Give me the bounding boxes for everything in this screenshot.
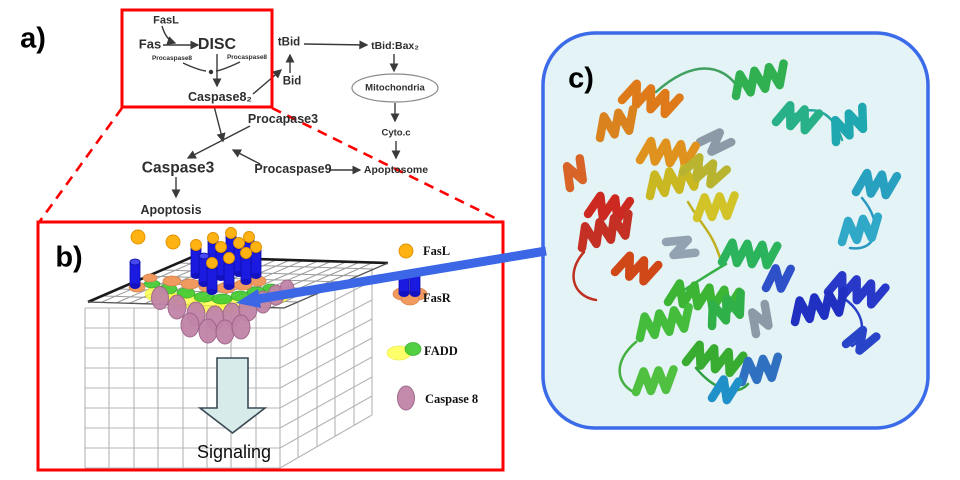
protein-ribbon-structure	[562, 59, 902, 405]
node-disc: DISC	[197, 36, 237, 53]
signaling-caption: Signaling	[196, 442, 272, 462]
legend-label-fasr: FasR	[423, 290, 451, 305]
node-caspase3: Caspase3	[141, 159, 215, 177]
node-procaspase9: Procaspase9	[254, 161, 332, 176]
panel-link-arrow	[236, 246, 547, 308]
legend-fadd-icon	[386, 342, 422, 361]
node-fas: Fas	[138, 36, 162, 52]
signaling-block-arrow	[197, 357, 268, 435]
node-caspase8: Caspase8₂	[188, 89, 252, 104]
node-procaspase8-right: Procaspase8	[226, 53, 268, 61]
node-cyto-c: Cyto.c	[381, 127, 411, 139]
panel-a-label: a)	[20, 22, 46, 55]
node-apoptosis: Apoptosis	[140, 202, 202, 217]
legend-label-caspase8: Caspase 8	[425, 391, 479, 406]
node-fasl: FasL	[153, 14, 179, 27]
panel-b-label: b)	[55, 241, 83, 274]
node-bid: Bid	[282, 75, 302, 88]
node-tbid: tBid	[277, 36, 301, 49]
node-procaspase8-left: Procaspase8	[151, 54, 193, 62]
legend-label-fasl: FasL	[423, 243, 451, 258]
panel-c-label: c)	[568, 62, 594, 95]
node-tbid-bax: tBid:Bax₂	[371, 39, 419, 52]
fasl-ligand-balls	[130, 227, 262, 269]
node-apoptosome: Apoptosome	[363, 163, 429, 176]
pathway-connectors	[161, 25, 439, 199]
membrane-cube-illustration	[84, 227, 389, 469]
legend-fasl-icon	[398, 243, 414, 259]
node-mitochondria: Mitochondria	[365, 82, 425, 94]
node-procapase3: Procapase3	[247, 111, 319, 126]
highlight-red-boxes	[36, 8, 505, 472]
legend-caspase8-icon	[397, 385, 415, 411]
legend-label-fadd: FADD	[424, 343, 458, 358]
